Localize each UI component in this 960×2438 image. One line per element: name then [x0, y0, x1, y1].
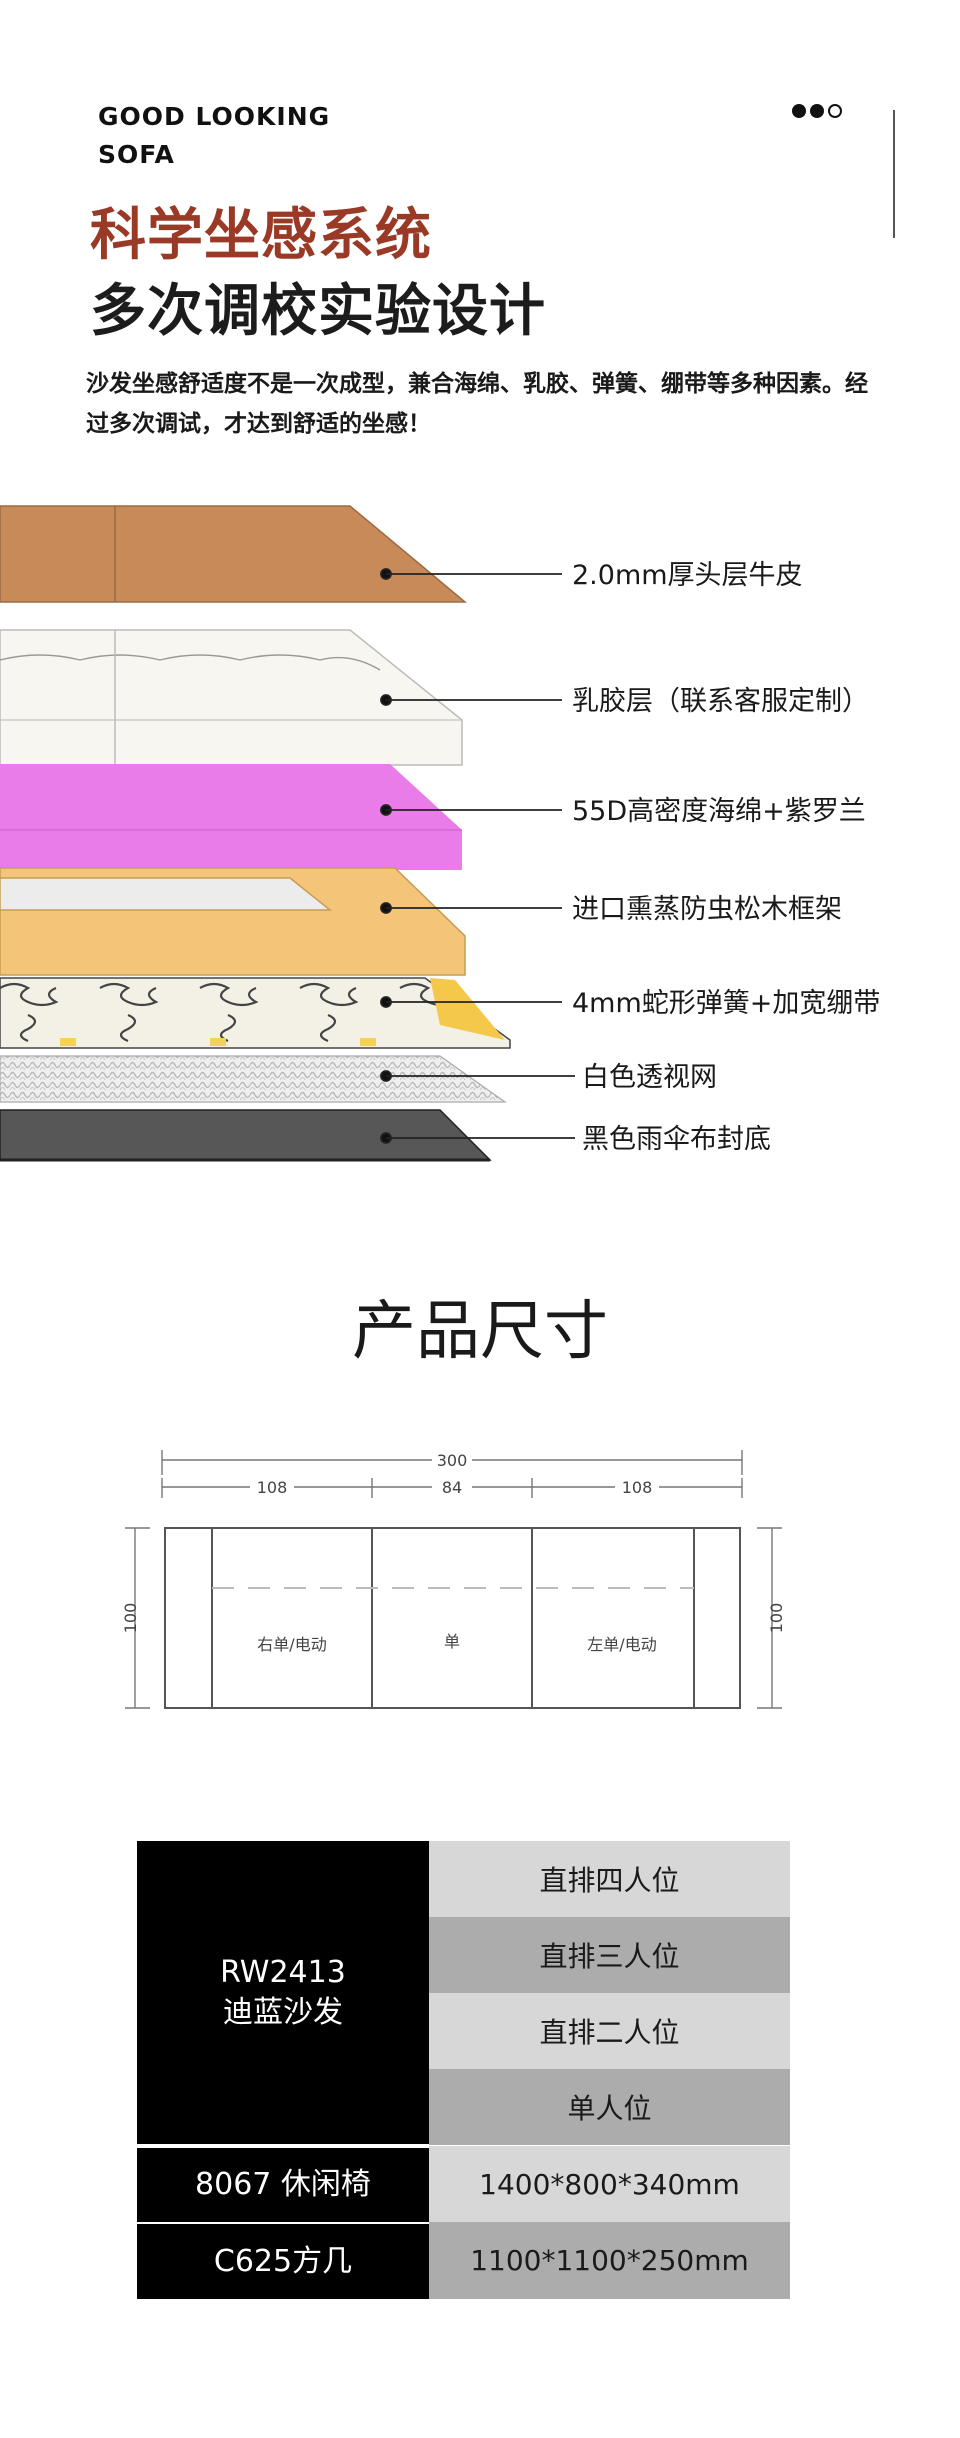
sofa-layer-diagram: 2.0mm厚头层牛皮 乳胶层（联系客服定制） 55D高密度海绵+紫罗兰 进口熏蒸…	[0, 505, 880, 1162]
option-row: 直排三人位	[429, 1917, 790, 1993]
dim-seg-2: 84	[442, 1478, 462, 1497]
callout-leather: 2.0mm厚头层牛皮	[572, 560, 803, 591]
leather-layer	[0, 505, 468, 603]
latex-layer	[0, 629, 463, 766]
row-size: 1400*800*340mm	[429, 2146, 790, 2222]
module-label-middle: 单	[444, 1632, 460, 1651]
dim-seg-1: 108	[257, 1478, 288, 1497]
sponge-layer	[0, 764, 462, 870]
model-name: 迪蓝沙发	[223, 1994, 343, 2030]
module-label-right: 左单/电动	[587, 1635, 656, 1654]
callout-latex: 乳胶层（联系客服定制）	[572, 686, 869, 717]
row-name: C625方几	[137, 2222, 429, 2299]
headline-secondary: 多次调校实验设计	[90, 279, 546, 344]
callout-sponge: 55D高密度海绵+紫罗兰	[572, 796, 866, 827]
row-name: 8067 休闲椅	[137, 2146, 429, 2222]
spec-table: RW2413 迪蓝沙发 直排四人位 直排三人位 直排二人位 单人位 8067 休…	[137, 1841, 790, 2299]
section-title-dimensions: 产品尺寸	[352, 1295, 608, 1369]
dim-total-width: 300	[437, 1451, 468, 1470]
spring-layer	[0, 977, 511, 1049]
model-cell: RW2413 迪蓝沙发	[137, 1841, 429, 2144]
mesh-layer	[0, 1055, 507, 1103]
divider-line	[893, 110, 895, 238]
brand-wordmark: GOOD LOOKING SOFA	[98, 98, 330, 174]
brand-line-1: GOOD LOOKING	[98, 102, 331, 131]
option-row: 直排四人位	[429, 1841, 790, 1917]
callout-bottom-cloth: 黑色雨伞布封底	[582, 1124, 771, 1155]
wood-frame-layer	[0, 867, 466, 976]
model-code: RW2413	[220, 1954, 346, 1990]
option-row: 单人位	[429, 2069, 790, 2145]
dim-seg-3: 108	[622, 1478, 653, 1497]
callout-mesh: 白色透视网	[582, 1062, 717, 1093]
row-size: 1100*1100*250mm	[429, 2222, 790, 2299]
dim-depth-right: 100	[767, 1603, 786, 1634]
intro-description: 沙发坐感舒适度不是一次成型，兼合海绵、乳胶、弹簧、绷带等多种因素。经过多次调试，…	[86, 371, 868, 437]
bottom-cloth-layer	[0, 1109, 492, 1162]
brand-line-2: SOFA	[98, 140, 175, 169]
module-label-left: 右单/电动	[257, 1635, 326, 1654]
dimension-drawing: 300 108 84 108 100 100 右单/电动 单 左单/电动	[121, 1450, 786, 1709]
dots-icon	[792, 104, 842, 118]
callout-wood-frame: 进口熏蒸防虫松木框架	[572, 894, 842, 925]
headline-primary: 科学坐感系统	[90, 203, 432, 268]
callout-springs: 4mm蛇形弹簧+加宽绷带	[572, 988, 880, 1019]
option-row: 直排二人位	[429, 1993, 790, 2069]
dim-depth-left: 100	[121, 1603, 140, 1634]
